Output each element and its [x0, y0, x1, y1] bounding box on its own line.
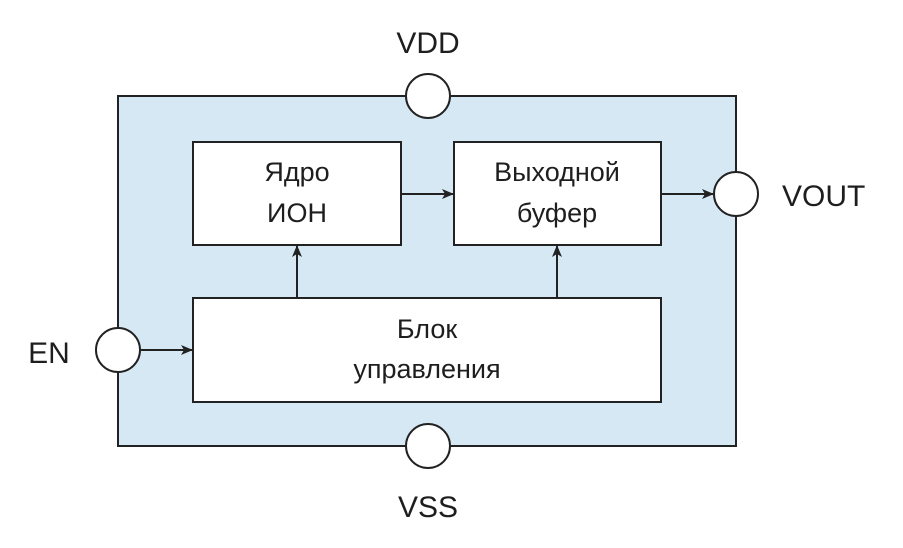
block-control-line2: управления: [353, 354, 500, 384]
block-buffer-line1: Выходной: [494, 157, 620, 187]
block-control: Блок управления: [192, 297, 662, 403]
pin-vout: [713, 171, 759, 217]
pin-label-vss: VSS: [398, 491, 458, 524]
pin-label-vout: VOUT: [782, 180, 865, 213]
pin-vss: [405, 423, 451, 469]
block-core: Ядро ИОН: [192, 141, 402, 246]
block-core-line2: ИОН: [267, 198, 327, 228]
pin-vdd: [405, 73, 451, 119]
block-buffer: Выходной буфер: [453, 141, 662, 246]
pin-label-vdd: VDD: [396, 27, 459, 60]
pin-label-en: EN: [28, 337, 70, 370]
block-buffer-line2: буфер: [517, 198, 597, 228]
block-control-line1: Блок: [397, 314, 457, 344]
block-core-line1: Ядро: [264, 157, 329, 187]
pin-en: [95, 327, 141, 373]
